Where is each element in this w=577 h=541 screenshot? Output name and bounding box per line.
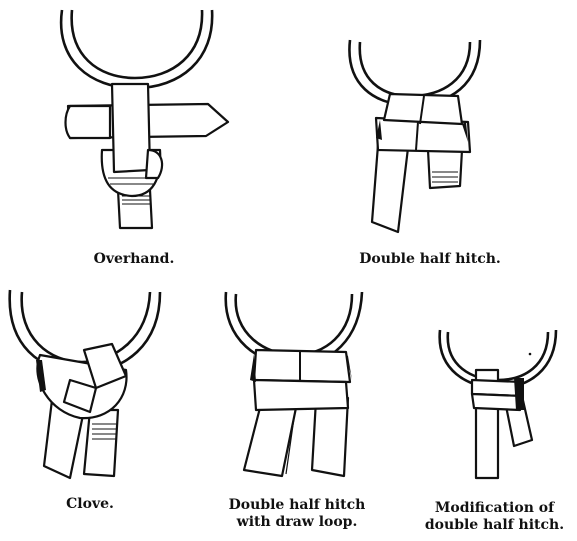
draw-loop-hitch-drawing <box>226 292 362 476</box>
caption-clove: Clove. <box>40 496 140 513</box>
caption-overhand: Overhand. <box>72 251 196 268</box>
overhand-knot-drawing <box>61 10 228 228</box>
caption-double-half-hitch: Double half hitch. <box>335 251 525 268</box>
modified-hitch-drawing <box>440 330 556 478</box>
caption-modification: Modification of double half hitch. <box>412 500 577 534</box>
caption-draw-loop: Double half hitch with draw loop. <box>212 497 382 531</box>
clove-hitch-drawing <box>10 290 160 478</box>
double-half-hitch-drawing <box>349 40 480 232</box>
